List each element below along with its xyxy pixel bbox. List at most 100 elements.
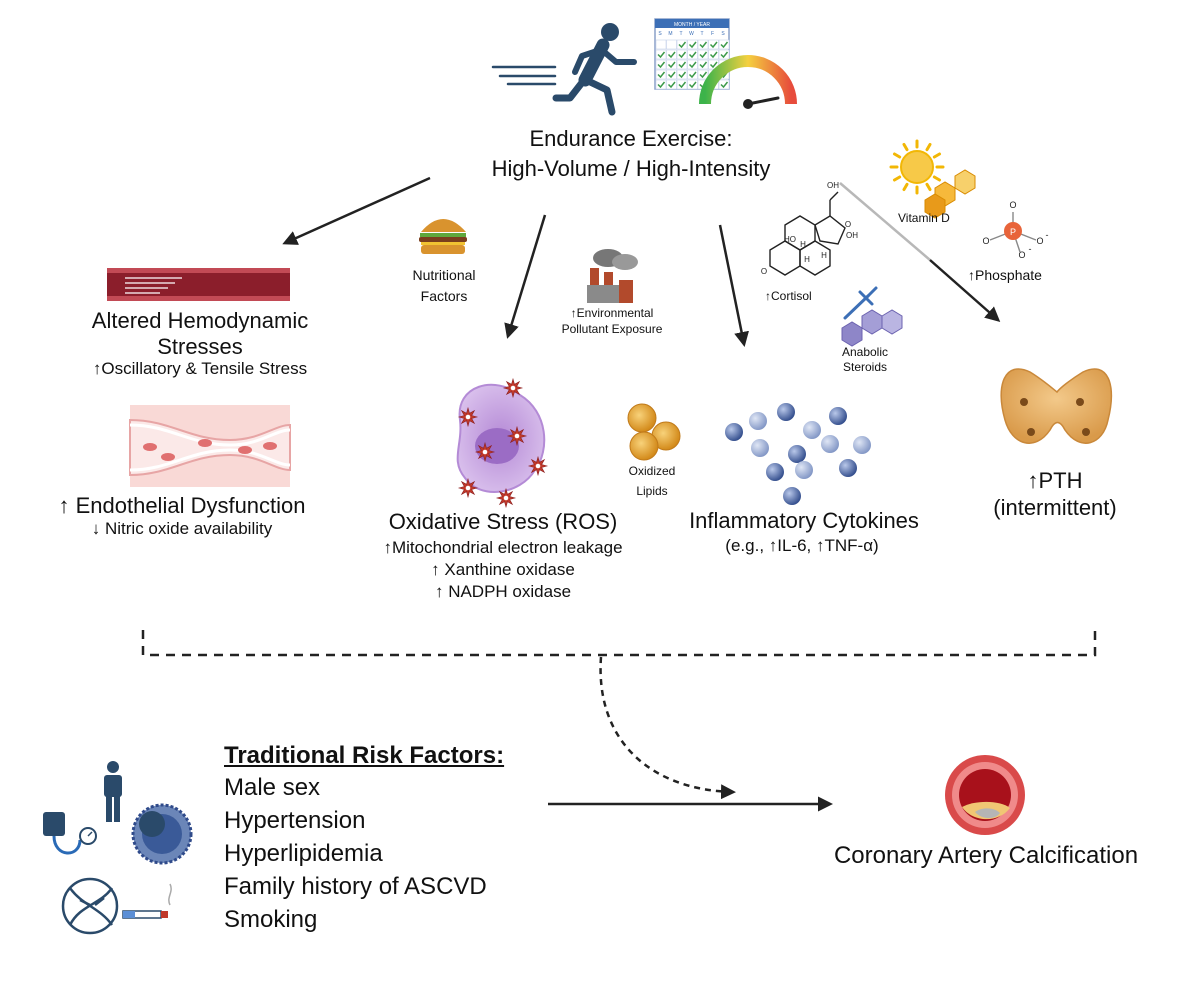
anabolic-steroids-icon: [841, 309, 903, 347]
calendar-cell: [666, 69, 677, 80]
calendar-cell: [718, 79, 730, 90]
check-icon: [709, 41, 718, 49]
vessel-strip-icon: [107, 268, 290, 301]
ros-core: [465, 414, 471, 420]
calendar-header: MONTH / YEAR: [674, 22, 710, 28]
risk-factors-title: Traditional Risk Factors:: [224, 742, 505, 769]
inflammatory-title: Inflammatory Cytokines: [689, 508, 919, 533]
cortisol-atom-label: O: [761, 267, 767, 276]
sun-ray: [932, 175, 942, 182]
calendar-cell: [655, 49, 667, 60]
ros-core: [535, 463, 541, 469]
calendar-cell: [697, 49, 709, 60]
sun-ray: [902, 142, 909, 152]
check-icon: [720, 51, 729, 59]
ros-core: [465, 485, 471, 491]
blood-pressure-cuff-icon: [43, 812, 97, 855]
calendar-cell: [697, 59, 709, 70]
risk-factor-item: Hyperlipidemia: [224, 840, 383, 867]
lipids-line2: Lipids: [636, 484, 668, 498]
oxidative-item: ↑ Xanthine oxidase: [431, 560, 575, 579]
calendar-cell: [687, 49, 698, 60]
cortisol-atom-label: H: [800, 240, 806, 249]
check-icon: [678, 81, 687, 89]
phosphate-atom-label: O: [982, 236, 989, 246]
check-icon: [657, 71, 666, 79]
cytokine-bead: [803, 421, 821, 439]
outcome-label: Coronary Artery Calcification: [833, 842, 1139, 869]
calendar-cell: [718, 49, 730, 60]
endothelial-vessel-icon: [129, 405, 291, 487]
calendar-day-label: S: [658, 31, 662, 37]
check-icon: [688, 51, 697, 59]
cortisol-atom-label: OH: [827, 181, 839, 190]
exercise-title-line1: Endurance Exercise:: [529, 126, 733, 151]
calendar-cell: [687, 39, 698, 50]
cortisol-label: ↑Cortisol: [765, 289, 812, 303]
oxidative-item: ↑ NADPH oxidase: [434, 582, 572, 601]
cytokine-bead: [821, 435, 839, 453]
check-icon: [720, 41, 729, 49]
cytokine-bead: [788, 445, 806, 463]
cytokine-bead: [795, 461, 813, 479]
cortisol-atom-label: H: [804, 255, 810, 264]
calendar-cell: [676, 59, 688, 70]
ros-core: [482, 449, 488, 455]
check-icon: [720, 81, 729, 89]
calendar-day-label: T: [700, 31, 703, 37]
dashed-arrow-to-outcome: [599, 656, 736, 800]
phosphate-atom-label: O: [1036, 236, 1043, 246]
calendar-cell: [676, 49, 688, 60]
calendar-cell: [676, 79, 688, 90]
arrow-to-inflammatory: [718, 224, 749, 347]
calendar-cell: [655, 79, 667, 90]
runner-icon: [552, 23, 637, 116]
gauge-icon: [699, 55, 797, 109]
check-icon: [688, 61, 697, 69]
ros-core: [503, 495, 509, 501]
check-icon: [699, 51, 708, 59]
cytokine-bead: [749, 412, 767, 430]
check-icon: [688, 81, 697, 89]
cortisol-atom-label: HO: [784, 235, 796, 244]
hemodynamic-title-line1: Altered Hemodynamic: [91, 308, 309, 333]
calendar-cell: [666, 79, 677, 90]
calendar-cell: [708, 59, 719, 70]
check-icon: [667, 71, 676, 79]
check-icon: [688, 71, 697, 79]
calendar-cell: [655, 59, 667, 70]
phosphate-atom-label: -: [1046, 230, 1049, 240]
sun-icon: [889, 139, 945, 195]
calendar-cell: [655, 39, 667, 50]
phosphate-atom-label: O: [1018, 250, 1025, 260]
pth-line2: (intermittent): [993, 495, 1117, 520]
check-icon: [657, 81, 666, 89]
exercise-title-line2: High-Volume / High-Intensity: [491, 156, 771, 181]
check-icon: [667, 81, 676, 89]
nutritional-line2: Factors: [420, 288, 468, 304]
oxidative-item: ↑Mitochondrial electron leakage: [383, 538, 623, 557]
arrow-to-oxidative: [504, 214, 547, 339]
check-icon: [699, 61, 708, 69]
calendar-day-label: M: [668, 31, 672, 37]
oxidative-title: Oxidative Stress (ROS): [388, 509, 618, 534]
calendar-cell: [697, 39, 709, 50]
hemodynamic-title-line2: Stresses: [157, 334, 243, 359]
calcified-artery-icon: [945, 755, 1025, 835]
vitamin-d-label: Vitamin D: [898, 211, 950, 225]
lipids-line1: Oxidized: [628, 464, 676, 478]
calendar-cell: [666, 59, 677, 70]
nutritional-line1: Nutritional: [412, 267, 476, 283]
calendar-day-label: T: [679, 31, 682, 37]
sun-ray: [932, 152, 942, 159]
sun-ray: [892, 175, 902, 182]
phosphate-molecule-icon: [989, 212, 1037, 253]
calendar-cell: [666, 39, 677, 50]
check-icon: [678, 61, 687, 69]
oxidized-lipids-icon: [627, 403, 681, 461]
phosphate-label: ↑Phosphate: [968, 267, 1042, 283]
cortisol-molecule-icon: [769, 191, 846, 276]
cortisol-atom-label: O: [845, 220, 851, 229]
